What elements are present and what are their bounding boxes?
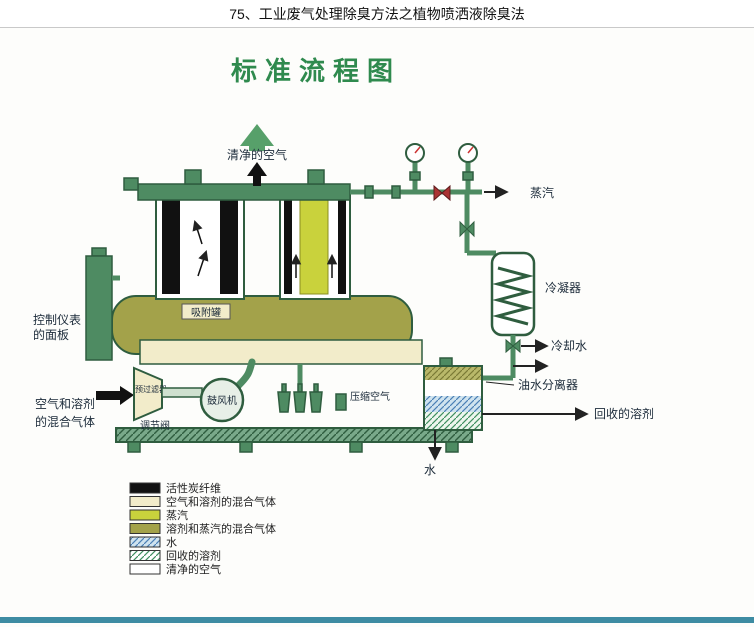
label-control-panel-2: 的面板 — [33, 327, 69, 342]
label-steam: 蒸汽 — [530, 185, 554, 200]
legend-label: 水 — [166, 536, 177, 549]
black-right-arrow-icon — [120, 386, 134, 405]
inlet-section: 空气和溶剂 的混合气体 预过滤器 调节阀 鼓风机 压缩空气 — [35, 358, 390, 432]
valve-icon — [433, 184, 443, 202]
green-up-arrow-icon — [240, 124, 274, 146]
page-title: 75、工业废气处理除臭方法之植物喷洒液除臭法 — [229, 5, 525, 22]
base-platform — [115, 427, 473, 453]
condenser-branch: 冷凝器 冷却水 — [459, 192, 587, 381]
label-adsorption-tank: 吸附罐 — [191, 306, 221, 319]
pressure-gauge-icon — [405, 143, 425, 190]
legend-label: 溶剂和蒸汽的混合气体 — [166, 522, 276, 536]
label-cooling-water: 冷却水 — [551, 339, 587, 353]
legend-item: 空气和溶剂的混合气体 — [129, 495, 276, 509]
legend-item: 蒸汽 — [129, 508, 188, 522]
label-pre-filter: 预过滤器 — [135, 384, 167, 394]
diagram-area: 标准流程图 吸附罐 — [0, 28, 754, 627]
black-up-arrow-icon — [247, 162, 267, 176]
label-water: 水 — [424, 463, 436, 477]
label-compressed-air: 压缩空气 — [350, 390, 390, 403]
label-recovered-solvent: 回收的溶剂 — [594, 406, 654, 421]
top-header-pipes — [123, 169, 351, 201]
label-inlet-1: 空气和溶剂 — [35, 396, 95, 411]
valve-icon — [459, 220, 468, 238]
clean-air-outlet: 清净的空气 — [227, 124, 287, 186]
carbon-fiber-slab — [220, 198, 238, 294]
carbon-fiber-slab — [162, 198, 180, 294]
bottom-divider — [0, 617, 754, 623]
legend-label: 回收的溶剂 — [166, 549, 221, 563]
condenser — [490, 251, 536, 337]
flow-diagram: 标准流程图 吸附罐 — [0, 56, 754, 623]
valve-icon — [505, 338, 514, 354]
legend-item: 水 — [129, 536, 177, 549]
legend-label: 清净的空气 — [166, 562, 221, 576]
left-adsorption-column — [155, 192, 245, 300]
label-condenser: 冷凝器 — [545, 280, 581, 295]
legend-item: 回收的溶剂 — [129, 549, 221, 563]
valve-icon — [466, 220, 475, 238]
legend-label: 活性炭纤维 — [166, 481, 221, 495]
legend-item: 活性炭纤维 — [129, 481, 221, 495]
pre-filter: 预过滤器 — [133, 366, 167, 422]
compressed-air-unit: 压缩空气 — [277, 364, 390, 413]
valve-icon — [512, 338, 521, 354]
right-adsorption-column — [279, 192, 351, 300]
pressure-gauge-icon — [458, 143, 478, 190]
steam-slab — [299, 197, 329, 295]
label-inlet-2: 的混合气体 — [35, 414, 95, 429]
legend-label: 蒸汽 — [166, 508, 188, 522]
control-panel: 控制仪表 的面板 — [33, 247, 120, 361]
label-regulating-valve: 调节阀 — [140, 419, 170, 432]
legend-item: 清净的空气 — [129, 562, 221, 576]
adsorption-tank: 吸附罐 — [111, 295, 423, 365]
legend-label: 空气和溶剂的混合气体 — [166, 495, 276, 509]
steam-line: 蒸汽 — [350, 143, 554, 202]
label-oil-water-separator: 油水分离器 — [518, 377, 578, 392]
blower: 鼓风机 — [199, 358, 256, 423]
label-clean-air: 清净的空气 — [227, 147, 287, 162]
oil-water-separator: 油水分离器 回收的溶剂 水 — [423, 357, 654, 477]
diagram-title: 标准流程图 — [231, 56, 401, 86]
legend: 活性炭纤维 空气和溶剂的混合气体 蒸汽 溶剂和蒸汽的混合气体 水 回收的溶剂 清… — [129, 481, 276, 576]
label-blower: 鼓风机 — [207, 394, 237, 407]
label-control-panel-1: 控制仪表 — [33, 313, 81, 327]
valve-icon — [441, 184, 451, 202]
legend-item: 溶剂和蒸汽的混合气体 — [129, 522, 276, 536]
page-header: 75、工业废气处理除臭方法之植物喷洒液除臭法 — [0, 0, 754, 28]
